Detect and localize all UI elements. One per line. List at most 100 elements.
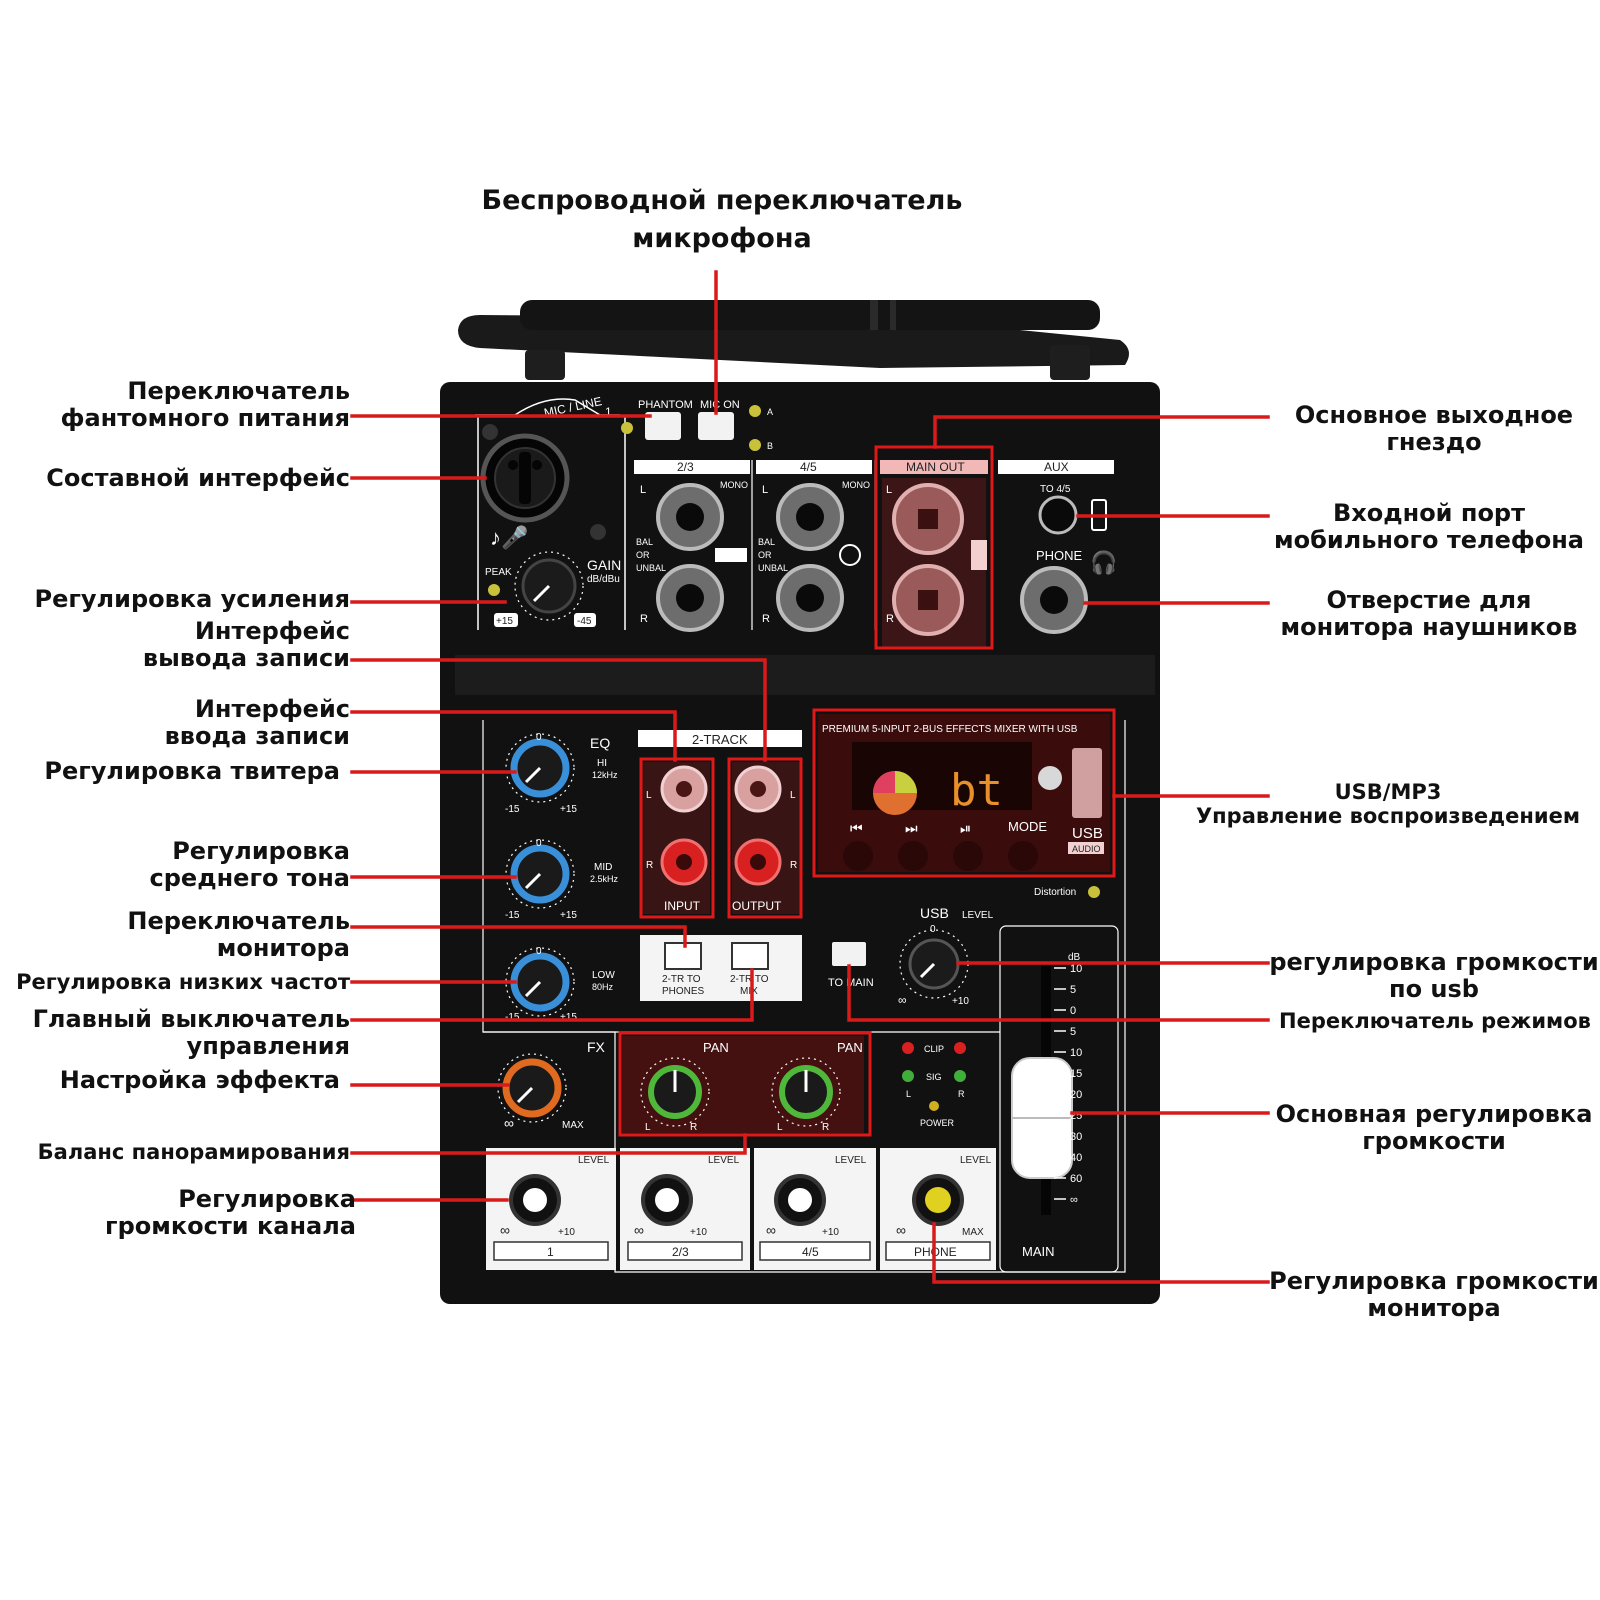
aux-input-jack[interactable] — [1038, 495, 1078, 535]
mode-button[interactable] — [1008, 841, 1038, 871]
svg-text:+15: +15 — [560, 910, 577, 921]
svg-text:MONO: MONO — [842, 480, 870, 490]
svg-text:L: L — [640, 484, 646, 496]
svg-text:LEVEL: LEVEL — [835, 1155, 867, 1166]
level-strips: LEVEL LEVEL LEVEL LEVEL ∞ +10 ∞ +10 ∞ +1… — [486, 1148, 996, 1270]
next-button[interactable] — [898, 841, 928, 871]
gain-unit: dB/dBu — [587, 574, 620, 585]
svg-text:+15: +15 — [560, 804, 577, 815]
aux-section: TO 4/5 PHONE 🎧 — [1020, 484, 1117, 634]
label-channel-volume: Регулировка громкости канала — [105, 1185, 356, 1240]
svg-text:L: L — [645, 1122, 651, 1133]
svg-text:MID: MID — [594, 862, 612, 873]
two-tr-mix-button[interactable] — [731, 942, 769, 970]
prev-button[interactable] — [843, 841, 873, 871]
power-led — [929, 1101, 939, 1111]
svg-text:+10: +10 — [690, 1227, 707, 1238]
leader-lines — [350, 270, 1270, 1284]
phantom-led — [621, 422, 633, 434]
two-tr-phones-button[interactable] — [664, 942, 702, 970]
svg-text:R: R — [646, 860, 653, 871]
svg-text:HI: HI — [597, 758, 607, 769]
fader-scale-tick: 5 — [1070, 1026, 1076, 1038]
play-pause-button[interactable] — [953, 841, 983, 871]
mic-on-button[interactable] — [698, 412, 734, 440]
label-usb-volume: регулировка громкости по usb — [1269, 948, 1599, 1003]
svg-text:+10: +10 — [558, 1227, 575, 1238]
label-monitor-switch: Переключатель монитора — [127, 907, 350, 962]
svg-text:+10: +10 — [952, 996, 969, 1007]
output-label: OUTPUT — [732, 899, 782, 913]
label-pan-balance: Баланс панорамирования — [37, 1140, 350, 1164]
phantom-button[interactable] — [645, 412, 681, 440]
leader-mode — [847, 964, 1270, 1022]
usb-level-section: USB LEVEL 0 ∞ +10 TO MAIN — [828, 905, 994, 1007]
to-main-button[interactable] — [832, 942, 866, 966]
fx-pan-section: FX ∞ MAX PAN L R PAN L R CLIP SIG L R PO… — [483, 1031, 1000, 1133]
gain-label: GAIN — [587, 557, 621, 573]
svg-text:-15: -15 — [505, 910, 520, 921]
main-out-header: MAIN OUT — [906, 460, 965, 474]
svg-text:∞: ∞ — [898, 993, 907, 1007]
led-a — [749, 405, 761, 417]
keyboard-icon — [715, 548, 747, 562]
label-combo-interface: Составной интерфейс — [46, 464, 350, 492]
svg-text:∞: ∞ — [504, 1115, 514, 1131]
distortion-label: Distortion — [1034, 887, 1076, 898]
mode-label: MODE — [1008, 819, 1047, 834]
two-tr-phones-line1: 2-TR TO — [662, 974, 701, 985]
clip-led-l — [902, 1042, 914, 1054]
display-text: bt — [950, 765, 1003, 816]
fader-scale-tick: 10 — [1070, 963, 1082, 975]
prev-icon: ⏮ — [850, 820, 863, 836]
top-section: MIC / LINE 1 ♪🎤 PEAK GAIN dB/dBu +15 -45… — [475, 394, 1117, 648]
svg-text:LEVEL: LEVEL — [578, 1155, 610, 1166]
speaker-icon — [971, 540, 987, 570]
label-mobile-input: Входной порт мобильного телефона — [1273, 499, 1584, 554]
fx-label: FX — [587, 1039, 606, 1055]
svg-text:R: R — [762, 613, 770, 625]
svg-text:MAX: MAX — [562, 1120, 584, 1131]
svg-text:+15: +15 — [560, 1012, 577, 1023]
aux-header: AUX — [1044, 460, 1069, 474]
svg-text:CLIP: CLIP — [924, 1044, 944, 1054]
fader-scale-tick: 30 — [1070, 1131, 1082, 1143]
phantom-label: PHANTOM — [638, 399, 693, 411]
led-b-label: B — [767, 441, 773, 451]
led-b — [749, 439, 761, 451]
svg-text:R: R — [690, 1122, 697, 1133]
strip-45-label: 4/5 — [802, 1245, 819, 1259]
headphones-icon: 🎧 — [1090, 550, 1117, 575]
svg-text:∞: ∞ — [896, 1222, 906, 1238]
svg-text:POWER: POWER — [920, 1118, 955, 1128]
label-record-input: Интерфейс ввода записи — [164, 695, 350, 750]
leader-monitor-volume — [932, 1222, 1270, 1284]
leader-main-switch — [350, 968, 754, 1022]
svg-text:L: L — [777, 1122, 783, 1133]
usb-audio-label: AUDIO — [1072, 844, 1101, 854]
bluetooth-icon — [1038, 766, 1062, 790]
usb-port[interactable] — [1072, 748, 1102, 818]
label-monitor-volume: Регулировка громкости монитора — [1269, 1267, 1599, 1322]
fader-scale-tick: 10 — [1070, 1047, 1082, 1059]
label-gain-control: Регулировка усиления — [34, 585, 351, 613]
eq-label: EQ — [590, 735, 610, 751]
main-out-jacks: L R — [882, 478, 987, 648]
fader-scale-tick: 15 — [1070, 1068, 1082, 1080]
svg-text:L: L — [886, 484, 892, 496]
sig-led-l — [902, 1070, 914, 1082]
leader-main-out — [933, 415, 1270, 449]
leader-monitor-switch — [350, 925, 687, 948]
svg-text:R: R — [822, 1122, 829, 1133]
svg-text:-15: -15 — [505, 1012, 520, 1023]
usb-level-label: LEVEL — [962, 910, 994, 921]
two-track-label: 2-TRACK — [692, 732, 748, 747]
label-tweeter-control: Регулировка твитера — [44, 757, 340, 785]
ch1-number: 1 — [605, 405, 612, 419]
svg-text:0: 0 — [536, 732, 542, 743]
fader-scale-tick: 0 — [1070, 1005, 1076, 1017]
two-tr-mix-line2: MIX — [740, 986, 758, 997]
guitar-mic-icon: ♪🎤 — [490, 524, 528, 550]
svg-text:R: R — [886, 613, 894, 625]
